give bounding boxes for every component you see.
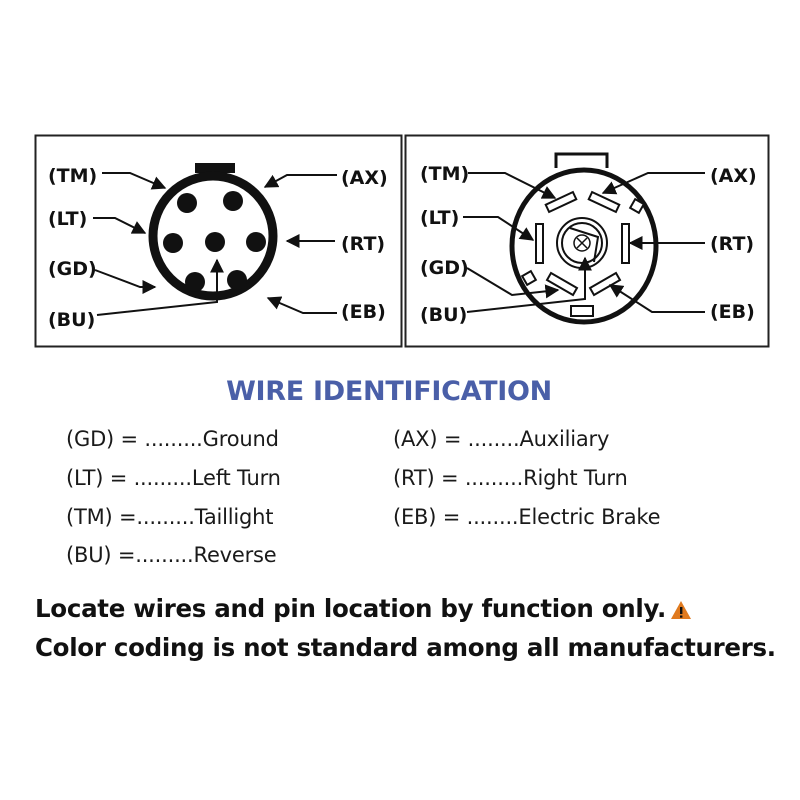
socket-slots <box>520 190 646 297</box>
latch-detail <box>628 197 646 215</box>
plug-pins <box>163 191 266 292</box>
pin-bu <box>205 232 225 252</box>
slot-rt <box>621 223 630 264</box>
plug-housing <box>148 171 278 301</box>
socket-leader-lines <box>463 172 705 313</box>
label-ax: (AX) <box>710 165 757 187</box>
socket-key-tab <box>554 152 609 168</box>
plug-leader-lines <box>93 172 337 316</box>
legend-item-lt: (LT) = .........Left Turn <box>66 466 281 490</box>
label-gd: (GD) <box>420 257 469 279</box>
label-ax: (AX) <box>341 167 388 189</box>
pin-tm <box>177 193 197 213</box>
socket-panel: (TM) (LT) (GD) (BU) (AX) (RT) (EB) <box>404 134 770 348</box>
legend-item-bu: (BU) =.........Reverse <box>66 543 277 567</box>
warning-icon <box>670 601 691 619</box>
label-bu: (BU) <box>420 304 467 326</box>
note-line-2: Color coding is not standard among all m… <box>35 633 776 662</box>
plug-panel: (TM) (LT) (GD) (BU) (AX) (RT) (EB) <box>34 134 403 348</box>
pin-lt <box>163 233 183 253</box>
legend-item-tm: (TM) =.........Taillight <box>66 505 274 529</box>
pin-rt <box>246 232 266 252</box>
label-lt: (LT) <box>420 207 459 229</box>
latch-detail <box>520 269 538 287</box>
slot-ax <box>587 190 621 214</box>
legend-item-ax: (AX) = ........Auxiliary <box>393 427 610 451</box>
pin-ax <box>223 191 243 211</box>
label-eb: (EB) <box>341 301 386 323</box>
note-text-1: Locate wires and pin location by functio… <box>35 594 666 623</box>
label-bu: (BU) <box>48 309 95 331</box>
legend-item-rt: (RT) = .........Right Turn <box>393 466 628 490</box>
pin-eb <box>227 270 247 290</box>
note-line-1: Locate wires and pin location by functio… <box>35 594 692 623</box>
slot-eb <box>588 271 622 297</box>
plug-key-tab <box>195 163 235 173</box>
slot-gd <box>545 271 579 297</box>
legend-item-gd: (GD) = .........Ground <box>66 427 279 451</box>
label-lt: (LT) <box>48 208 87 230</box>
label-rt: (RT) <box>710 233 754 255</box>
pin-gd <box>185 272 205 292</box>
section-title: WIRE IDENTIFICATION <box>226 376 552 407</box>
socket-housing <box>509 167 659 325</box>
legend-item-eb: (EB) = ........Electric Brake <box>393 505 661 529</box>
label-eb: (EB) <box>710 301 755 323</box>
label-tm: (TM) <box>420 163 469 185</box>
socket-center-pin <box>556 217 608 269</box>
label-rt: (RT) <box>341 233 385 255</box>
slot-lt <box>535 223 544 264</box>
slot-tm <box>544 190 578 214</box>
label-gd: (GD) <box>48 258 97 280</box>
label-tm: (TM) <box>48 165 97 187</box>
